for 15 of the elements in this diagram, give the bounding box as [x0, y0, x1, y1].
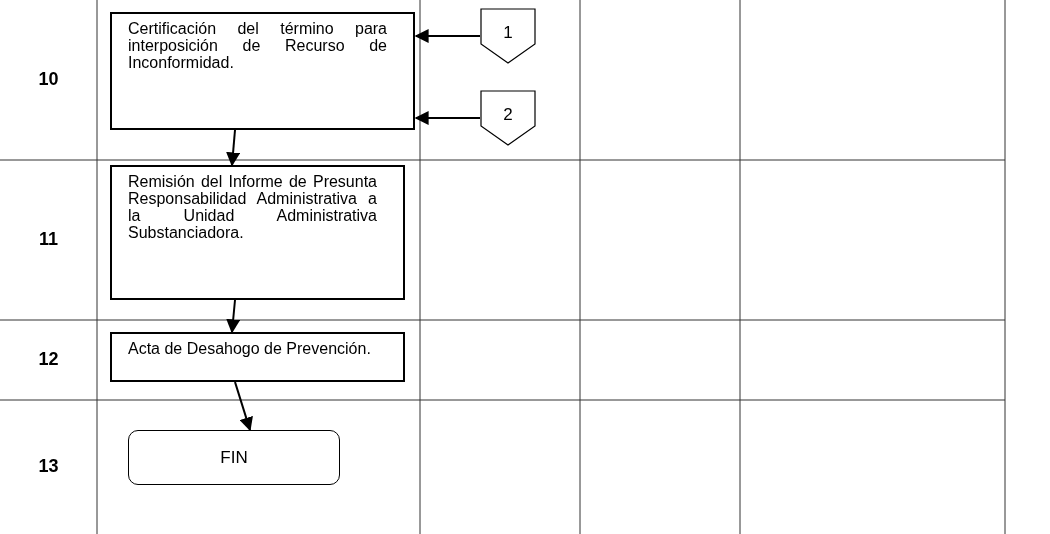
process-box: Certificación del término para interposición de Recurso de Inconformidad.	[110, 12, 415, 130]
row-number: 13	[37, 456, 60, 477]
off-page-connector: 2	[480, 90, 536, 146]
row-number: 11	[38, 229, 59, 250]
terminator-box: FIN	[128, 430, 340, 485]
process-box: Remisión del Informe de Presunta Responsabilidad Administrativa a la Unidad Administrativa Substanciadora.	[110, 165, 405, 300]
row-number: 12	[37, 349, 60, 370]
process-box: Acta de Desahogo de Prevención.	[110, 332, 405, 382]
arrow	[234, 381, 253, 432]
arrow	[226, 129, 241, 167]
arrow	[414, 111, 481, 125]
arrow	[226, 299, 241, 334]
arrow	[414, 29, 481, 43]
off-page-connector: 1	[480, 8, 536, 64]
row-number: 10	[37, 69, 60, 90]
